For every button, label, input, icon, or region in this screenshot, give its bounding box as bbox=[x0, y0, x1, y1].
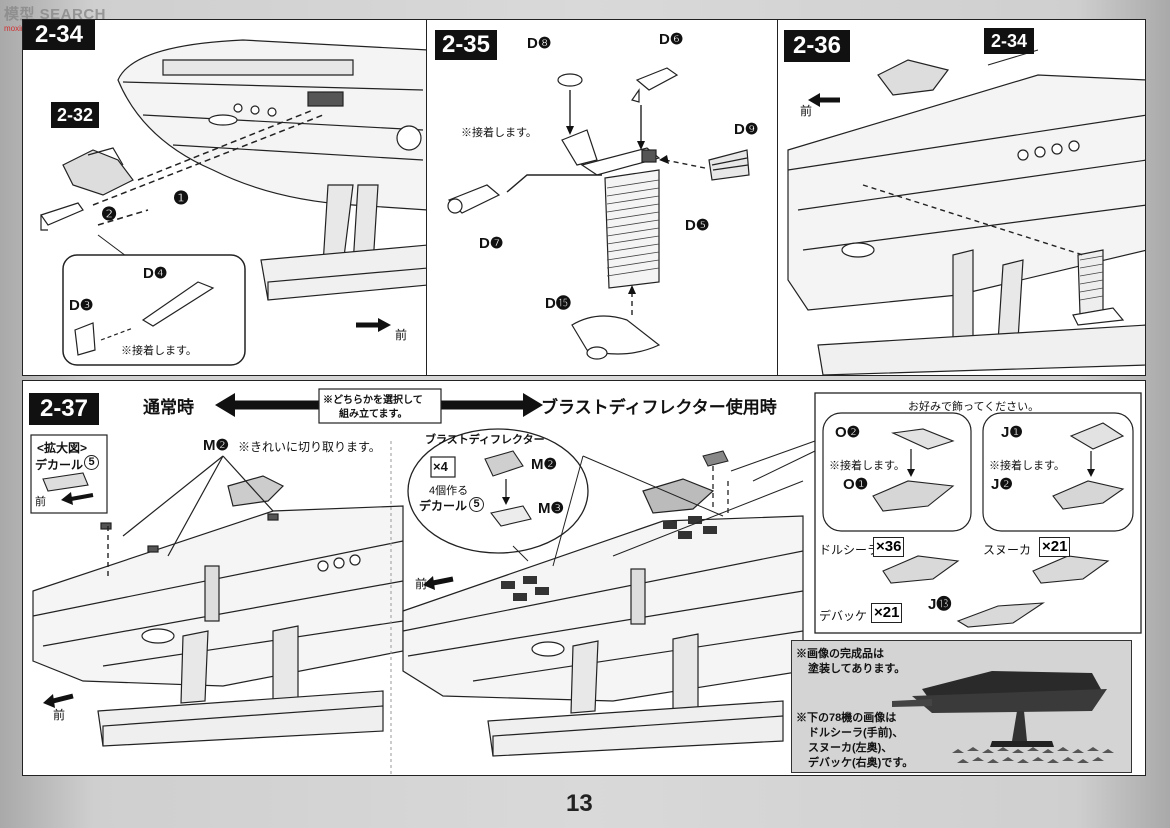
part-label-d5: D❺ bbox=[685, 217, 710, 234]
panel-step-2-34: 2-34 2-32 ❶ ❷ D❹ D❸ ※接着します。 前 bbox=[22, 19, 427, 376]
photo-note-line2: 塗装してあります。 bbox=[808, 663, 906, 675]
reference-step-2-32: 2-32 bbox=[51, 102, 99, 128]
watermark-logo: 模型 SEARCH bbox=[4, 6, 107, 23]
step-2-34-illustration bbox=[40, 39, 426, 366]
part-label-j2: J❷ bbox=[991, 476, 1013, 493]
part-label-d15: D⓯ bbox=[545, 295, 571, 312]
part-label-d4: D❹ bbox=[143, 265, 168, 282]
deflector-part-m2: M❷ bbox=[531, 456, 557, 473]
completed-model-illustration bbox=[892, 671, 1114, 763]
step-number-2-34: 2-34 bbox=[23, 20, 95, 50]
part-label-m2: M❷ bbox=[203, 437, 229, 454]
part-label-d7: D❼ bbox=[479, 235, 504, 252]
front-direction-label: 前 bbox=[800, 104, 813, 118]
deflector-part-m3: M❸ bbox=[538, 500, 564, 517]
deflector-make-count: 4個作る bbox=[429, 485, 469, 497]
part-label-d3: D❸ bbox=[69, 297, 94, 314]
zoom-decal-label: デカール bbox=[35, 458, 84, 472]
deflector-count: ×4 bbox=[433, 459, 448, 474]
debakke-count: ×21 bbox=[871, 603, 903, 623]
reference-step-2-34: 2-34 bbox=[984, 28, 1034, 54]
zoom-decal-number: 5 bbox=[84, 455, 99, 470]
photo-note-line1: ※画像の完成品は bbox=[796, 648, 884, 660]
part-label-d8: D❽ bbox=[527, 35, 552, 52]
part-label-o2: O❷ bbox=[835, 424, 861, 441]
step-number-2-37: 2-37 bbox=[29, 393, 99, 425]
part-label-d9: D❾ bbox=[734, 121, 759, 138]
part-label-j1: J❶ bbox=[1001, 424, 1023, 441]
mode-select-note-2: 組み立てます。 bbox=[339, 409, 408, 420]
front-direction-label: 前 bbox=[395, 328, 408, 342]
step-2-35-illustration bbox=[447, 67, 750, 360]
zoom-front-label: 前 bbox=[35, 496, 46, 508]
mode-deflector-label: ブラストディフレクター使用時 bbox=[541, 398, 777, 417]
photo-note-line5: スヌーカ(左奥)、 bbox=[808, 742, 893, 754]
front-direction-right: 前 bbox=[415, 577, 428, 591]
deflector-decal-number: 5 bbox=[469, 497, 484, 512]
debakke-label: デバッケ bbox=[819, 609, 868, 623]
o-glue-note: ※接着します。 bbox=[829, 460, 905, 472]
page-number: 13 bbox=[566, 790, 593, 817]
cut-note: ※きれいに切り取ります。 bbox=[238, 440, 381, 454]
step-number-2-35: 2-35 bbox=[435, 30, 497, 60]
step-number-2-36: 2-36 bbox=[784, 30, 850, 62]
order-marker-1: ❶ bbox=[173, 188, 190, 208]
order-marker-2: ❷ bbox=[101, 204, 118, 224]
sunuka-count: ×21 bbox=[1039, 537, 1071, 557]
j-glue-note: ※接着します。 bbox=[989, 460, 1065, 472]
photo-note-line6: デバッケ(右奥)です。 bbox=[808, 757, 914, 769]
dorushira-count: ×36 bbox=[873, 537, 905, 557]
glue-note: ※接着します。 bbox=[121, 345, 197, 357]
part-label-o1: O❶ bbox=[843, 476, 869, 493]
part-label-d6: D❻ bbox=[659, 31, 684, 48]
front-direction-left: 前 bbox=[53, 708, 66, 722]
deflector-decal-label: デカール bbox=[419, 499, 468, 513]
panel-step-2-37: 2-37 通常時 ※どちらかを選択して 組み立てます。 ブラストディフレクター使… bbox=[22, 380, 1146, 776]
step-2-36-illustration bbox=[787, 49, 1145, 375]
dorushira-label: ドルシーラ bbox=[819, 543, 880, 557]
zoom-title: <拡大図> bbox=[37, 441, 88, 455]
panel-step-2-36: 2-36 2-34 前 bbox=[777, 19, 1146, 376]
glue-note: ※接着します。 bbox=[461, 127, 537, 139]
optional-display-title: お好みで飾ってください。 bbox=[908, 401, 1040, 413]
photo-note-line3: ※下の78機の画像は bbox=[796, 712, 897, 724]
mode-normal-label: 通常時 bbox=[143, 398, 194, 417]
part-label-j13: J⓭ bbox=[928, 596, 952, 613]
photo-note-line4: ドルシーラ(手前)、 bbox=[808, 727, 904, 739]
panel-step-2-35: 2-35 D❽ D❻ ※接着します。 D❾ D❼ D❺ D⓯ bbox=[426, 19, 778, 376]
completed-model-photo: ※画像の完成品は 塗装してあります。 ※下の78機の画像は ドルシーラ(手前)、… bbox=[791, 640, 1132, 773]
deflector-title: ブラストディフレクター bbox=[425, 434, 545, 446]
sunuka-label: スヌーカ bbox=[983, 543, 1032, 557]
mode-select-note-1: ※どちらかを選択して bbox=[323, 395, 423, 406]
step-2-37-illustration bbox=[30, 388, 1142, 775]
